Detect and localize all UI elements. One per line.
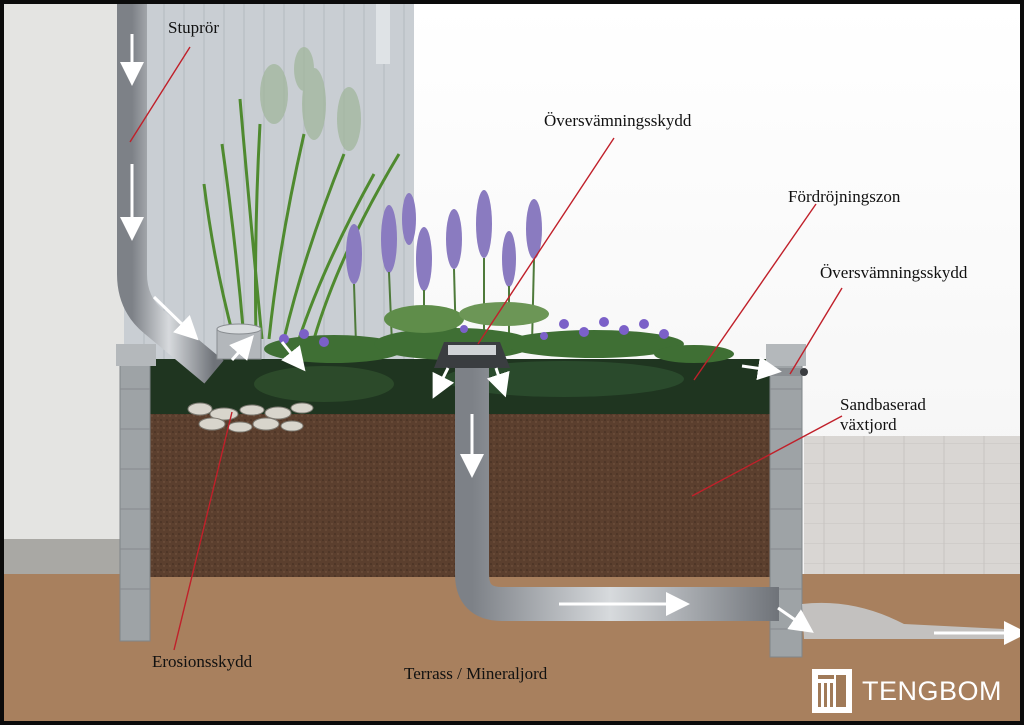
- diagram-frame: Stuprör Översvämningsskydd Fördröjningsz…: [4, 4, 1020, 721]
- label-sandbaserad: Sandbaserad: [840, 395, 926, 414]
- tengbom-logo-icon: [812, 669, 852, 713]
- label-oversvamningsskydd-right: Översvämningsskydd: [820, 263, 968, 282]
- label-erosionsskydd: Erosionsskydd: [152, 652, 253, 671]
- label-vaxtjord: växtjord: [840, 415, 897, 434]
- label-sandbaserad-vaxtjord: Sandbaserad växtjord: [840, 395, 926, 435]
- diagram-illustration: [4, 4, 1020, 721]
- label-oversvamningsskydd-top: Översvämningsskydd: [544, 111, 692, 130]
- label-terrass-mineraljord: Terrass / Mineraljord: [404, 664, 548, 683]
- tengbom-logo: TENGBOM: [812, 668, 1002, 714]
- label-fordrojningszon: Fördröjningszon: [788, 187, 901, 206]
- tengbom-logo-text: TENGBOM: [862, 675, 1003, 706]
- label-stupror: Stuprör: [168, 18, 219, 37]
